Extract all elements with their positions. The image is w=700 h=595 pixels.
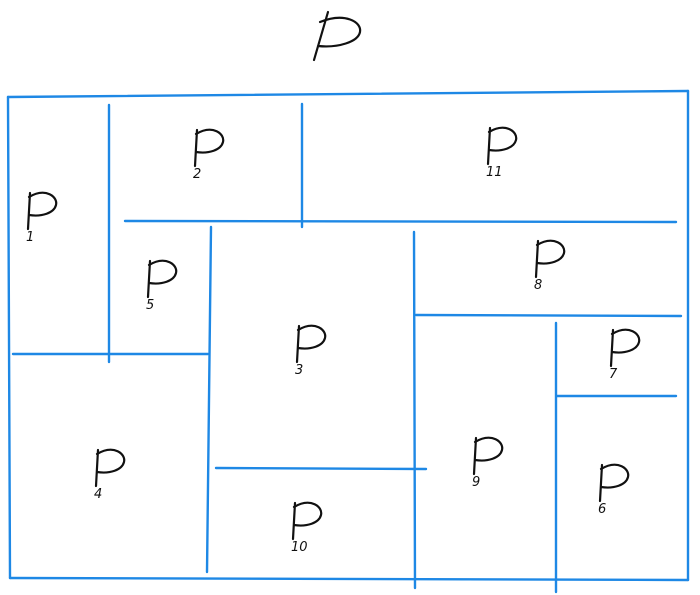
p-glyph-icon	[534, 239, 566, 279]
region-label-p10: P10	[291, 501, 323, 555]
region-subscript: 7	[609, 367, 618, 382]
region-subscript: 3	[295, 363, 303, 378]
divider-p5-right	[205, 225, 213, 574]
region-subscript: 2	[193, 167, 201, 182]
partition-lines	[11, 102, 683, 594]
divider-p8-bottom	[414, 313, 683, 318]
region-subscript: 6	[598, 502, 606, 517]
p-glyph-icon	[291, 501, 323, 541]
p-glyph-icon	[486, 126, 518, 166]
region-subscript: 9	[472, 475, 480, 490]
region-subscript: 8	[534, 278, 542, 293]
region-label-p6: P6	[598, 463, 630, 517]
divider-top-horizontal	[123, 219, 678, 224]
region-label-p3: P3	[295, 324, 327, 378]
outer-boundary	[6, 89, 690, 582]
title-p-symbol	[312, 10, 362, 62]
region-label-p2: P2	[193, 128, 225, 182]
p-glyph-icon	[26, 191, 58, 231]
p-glyph-icon	[598, 463, 630, 503]
region-subscript: 11	[486, 165, 503, 180]
p-glyph-icon	[295, 324, 327, 364]
region-label-p5: P5	[146, 259, 178, 313]
region-subscript: 5	[146, 298, 154, 313]
region-label-p1: P1	[26, 191, 58, 245]
region-label-p4: P4	[94, 448, 126, 502]
region-label-p9: P9	[472, 436, 504, 490]
p-glyph-icon	[146, 259, 178, 299]
p-glyph-icon	[609, 328, 641, 368]
region-label-p8: P8	[534, 239, 566, 293]
region-subscript: 4	[94, 487, 102, 502]
region-label-p11: P11	[486, 126, 518, 180]
p-glyph-icon	[472, 436, 504, 476]
region-label-p7: P7	[609, 328, 641, 382]
p-glyph-icon	[193, 128, 225, 168]
p-glyph-icon	[94, 448, 126, 488]
region-subscript: 10	[291, 540, 308, 555]
divider-p3-right	[412, 230, 417, 590]
region-subscript: 1	[26, 230, 34, 245]
divider-p3-bottom	[214, 466, 428, 471]
